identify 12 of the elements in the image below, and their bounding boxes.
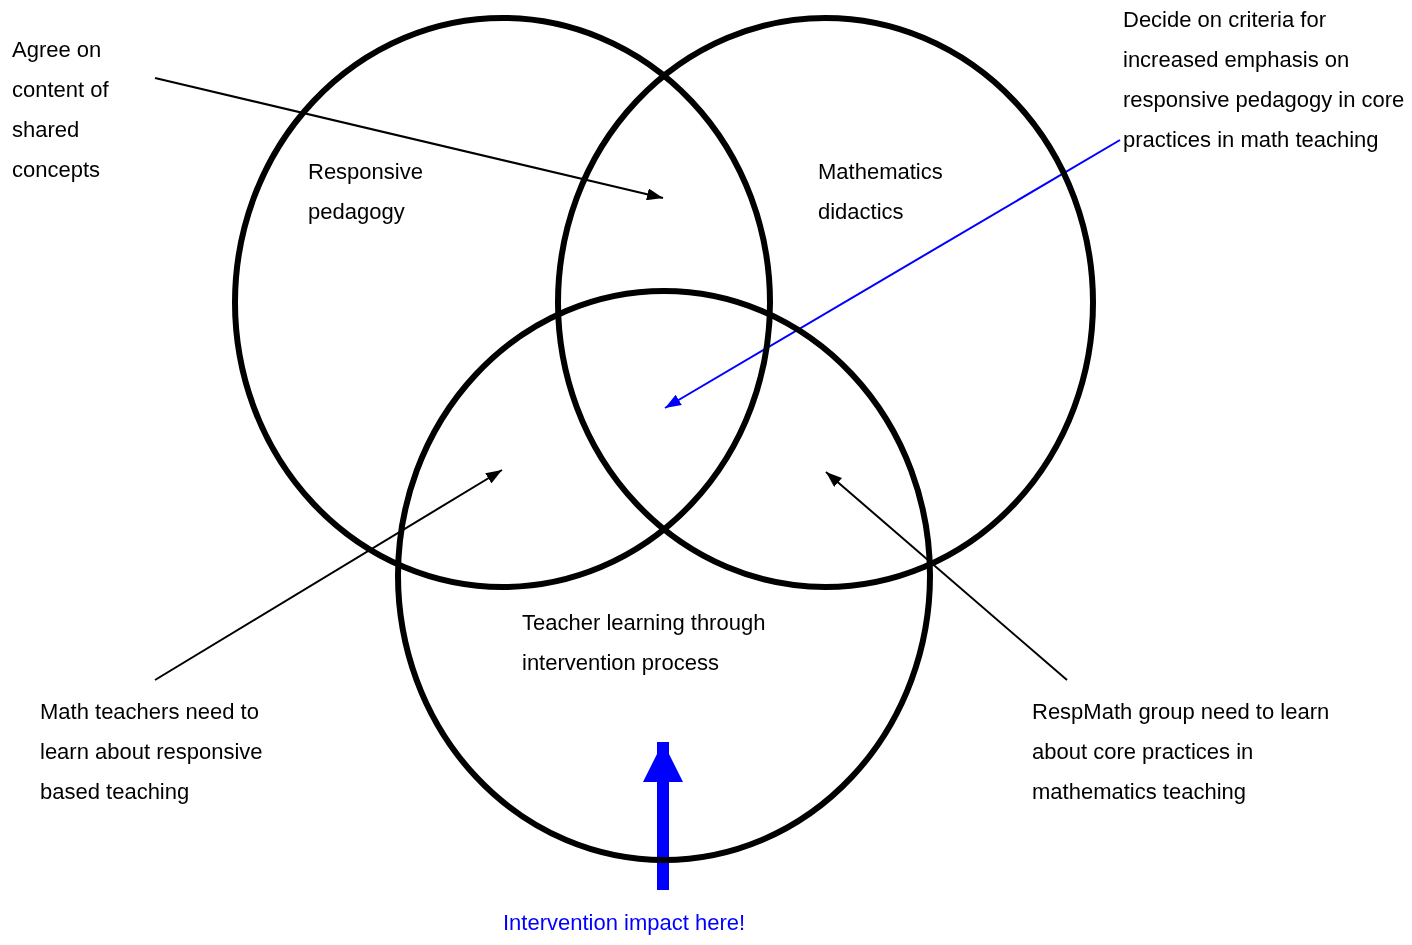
circle-label: Responsive pedagogy (308, 158, 424, 226)
annotation-text: RespMath group need to learn about core practices in mathematics teaching (1032, 692, 1350, 812)
circle-label: Teacher learning through intervention process (522, 609, 767, 677)
annotation-text: Decide on criteria for increased emphasis on responsive pedagogy in core practices in math teaching (1123, 0, 1410, 160)
leader-arrow (154, 77, 664, 201)
leader-arrow (664, 139, 1121, 409)
annotation-text: Math teachers need to learn about responsive based teaching (40, 692, 285, 812)
leader-arrow (825, 471, 1068, 681)
leader-arrow (154, 469, 503, 681)
annotation-text: Intervention impact here! (503, 903, 823, 943)
annotation-text: Agree on content of shared concepts (12, 30, 152, 190)
circle-label: Mathematics didactics (818, 158, 944, 226)
